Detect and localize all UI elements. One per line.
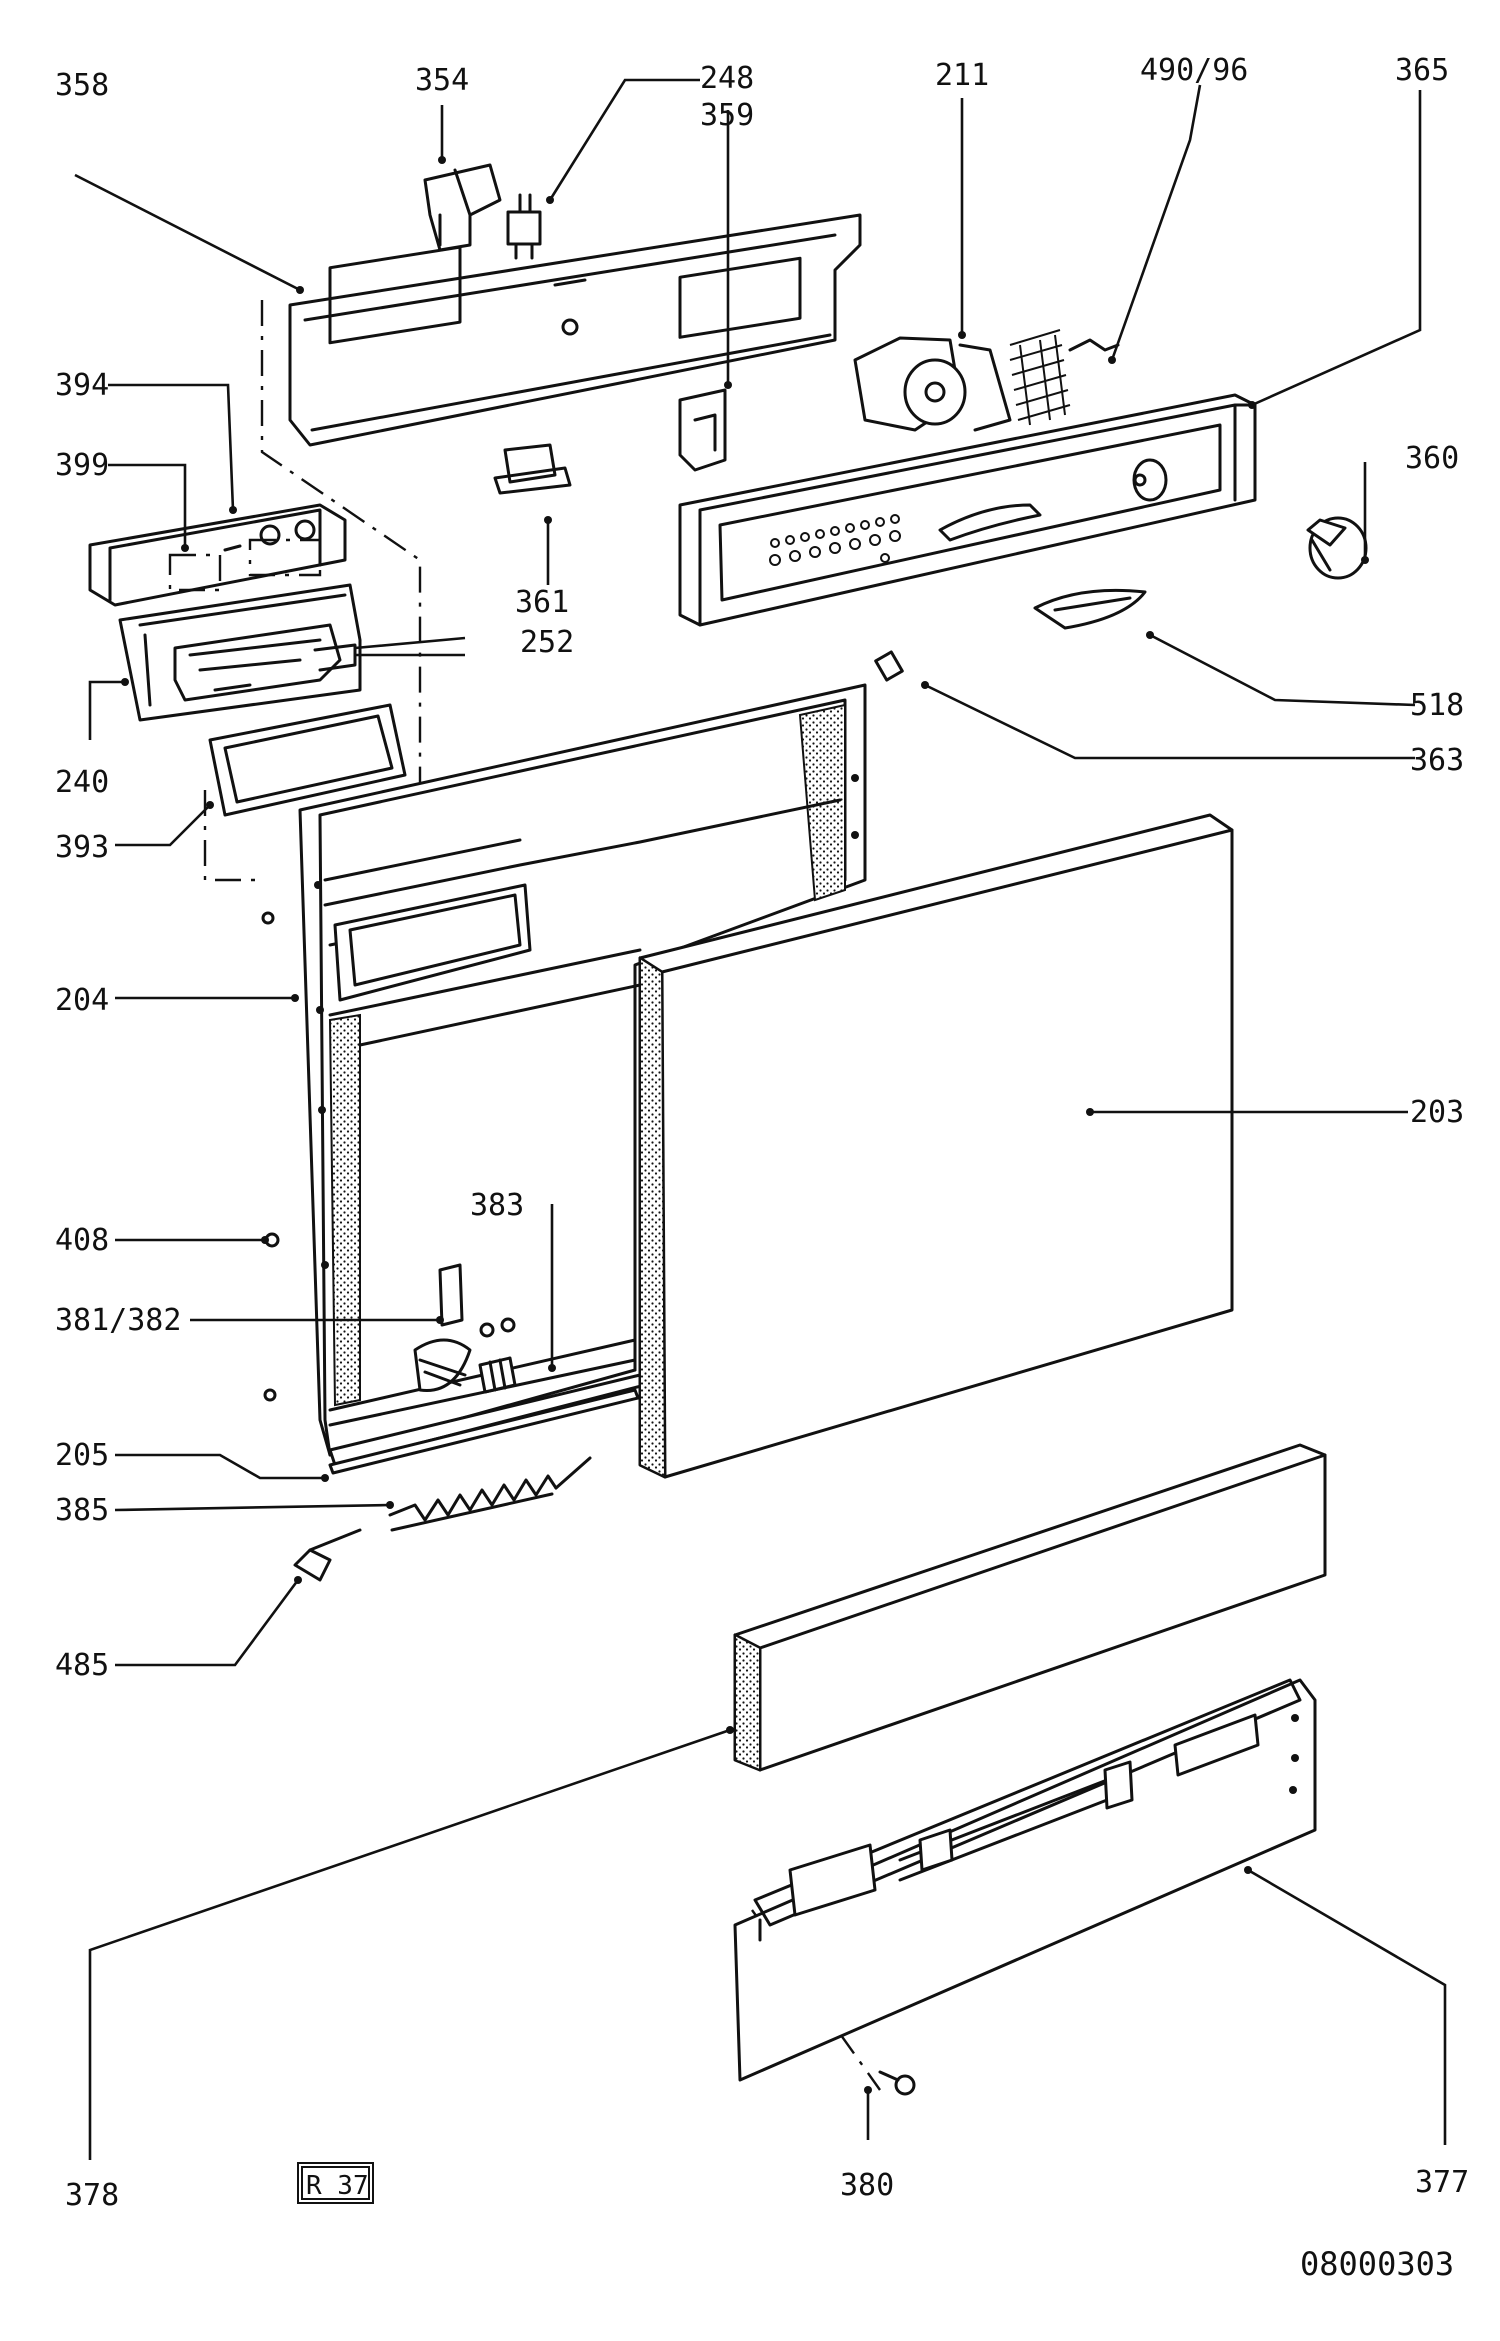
- part-240-dispenser-housing: [118, 583, 362, 722]
- part-358-panel-bracket: [288, 213, 862, 447]
- callout-240: 240: [55, 765, 109, 800]
- callout-labels: 358 354 248 359 211 490/96 365 394 399 3…: [55, 53, 1469, 2213]
- callout-378: 378: [65, 2178, 119, 2213]
- part-354-connector: [423, 163, 502, 252]
- part-385-spring: [388, 1456, 592, 1532]
- part-381-382-hinge: [413, 1263, 516, 1392]
- callout-380: 380: [840, 2168, 894, 2203]
- part-363-pin: [874, 650, 904, 682]
- callout-485: 485: [55, 1648, 109, 1683]
- callout-354: 354: [415, 63, 469, 98]
- part-203-outer-door: [638, 813, 1234, 1479]
- sheet-code: R 37: [306, 2171, 369, 2201]
- callout-399: 399: [55, 448, 109, 483]
- callout-359: 359: [700, 98, 754, 133]
- callout-518: 518: [1410, 688, 1464, 723]
- callout-203: 203: [1410, 1095, 1464, 1130]
- callout-204: 204: [55, 983, 109, 1018]
- part-361-relay: [493, 443, 572, 495]
- part-394-dispenser: [88, 503, 347, 607]
- callout-205: 205: [55, 1438, 109, 1473]
- part-380-screw: [878, 2070, 916, 2096]
- part-485-clip: [293, 1528, 362, 1582]
- callout-365: 365: [1395, 53, 1449, 88]
- callout-248: 248: [700, 61, 754, 96]
- callout-393: 393: [55, 830, 109, 865]
- part-204-inner-door: [298, 683, 867, 1467]
- callout-394: 394: [55, 368, 109, 403]
- part-211-timer-motor: [853, 329, 1120, 432]
- small-screws: [261, 911, 280, 1402]
- part-383-lever: [478, 1356, 517, 1394]
- callout-361: 361: [515, 585, 569, 620]
- callout-490-96: 490/96: [1140, 53, 1248, 88]
- leader-dots: [121, 156, 1369, 2094]
- leader-lines: [74, 78, 1447, 2160]
- part-393-gasket: [208, 703, 407, 817]
- part-518-handle-insert: [1033, 588, 1147, 630]
- part-359-clip: [678, 388, 727, 472]
- drawing-number: 08000303: [1300, 2245, 1454, 2283]
- part-377-lower-panel: [733, 1678, 1317, 2082]
- callout-381-382: 381/382: [55, 1303, 181, 1338]
- callout-383: 383: [470, 1188, 524, 1223]
- callout-358: 358: [55, 68, 109, 103]
- part-248-switch: [506, 193, 542, 260]
- part-365-control-panel: [678, 393, 1257, 627]
- callout-363: 363: [1410, 743, 1464, 778]
- callout-408: 408: [55, 1223, 109, 1258]
- callout-211: 211: [935, 58, 989, 93]
- callout-385: 385: [55, 1493, 109, 1528]
- callout-377: 377: [1415, 2165, 1469, 2200]
- part-360-knob: [1306, 516, 1368, 580]
- sheet-code-box: R 37: [297, 2162, 374, 2204]
- callout-252: 252: [520, 625, 574, 660]
- part-205-rod: [328, 1388, 640, 1475]
- part-378-kick-plate: [733, 1443, 1327, 1772]
- callout-360: 360: [1405, 441, 1459, 476]
